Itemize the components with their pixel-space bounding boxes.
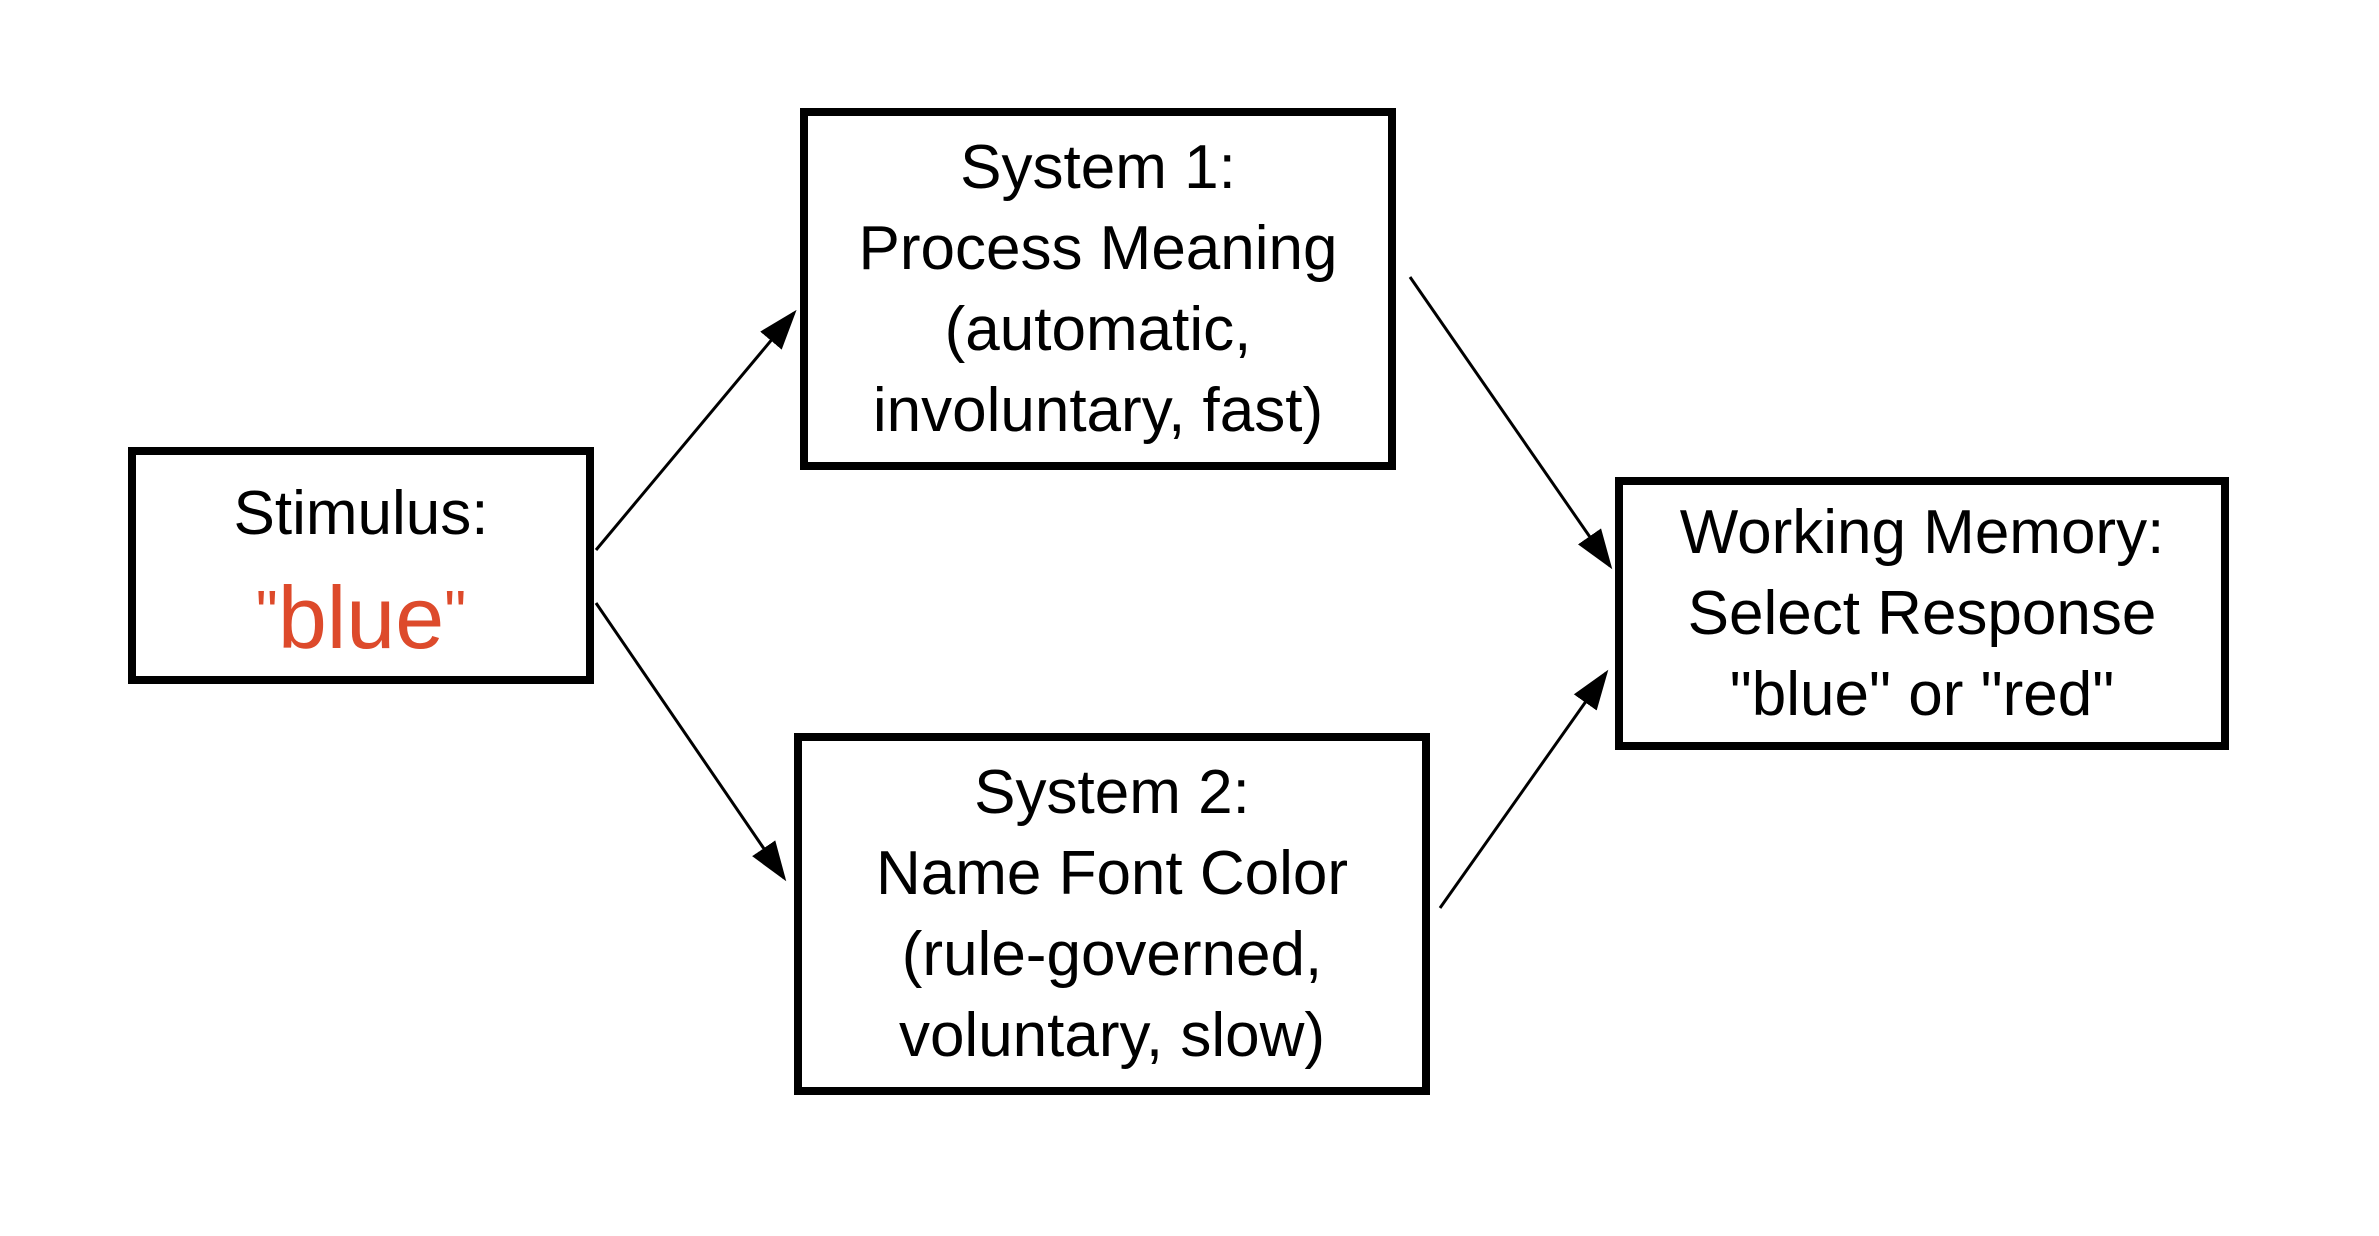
stimulus-close-quote: ": [444, 578, 467, 648]
system1-box: System 1: Process Meaning (automatic, in…: [800, 108, 1396, 470]
working-memory-options: "blue" or "red": [1729, 660, 2115, 729]
working-memory-action: Select Response: [1687, 579, 2157, 648]
stimulus-open-quote: ": [255, 578, 278, 648]
system1-attributes-1: (automatic,: [944, 295, 1252, 364]
system2-attributes-2: voluntary, slow): [898, 1001, 1326, 1070]
system2-process: Name Font Color: [875, 839, 1349, 908]
stimulus-word-text: blue: [277, 567, 445, 667]
system1-attributes-2: involuntary, fast): [872, 376, 1324, 445]
system1-title: System 1:: [960, 133, 1236, 202]
stimulus-box: Stimulus: "blue": [128, 447, 594, 684]
system2-title: System 2:: [974, 758, 1250, 827]
arrow-stimulus-to-system1: [594, 309, 797, 551]
system1-process: Process Meaning: [858, 214, 1338, 283]
arrow-system2-to-working-memory: [1438, 669, 1609, 909]
working-memory-box: Working Memory: Select Response "blue" o…: [1615, 477, 2229, 750]
arrow-stimulus-to-system2: [594, 602, 787, 882]
stimulus-word: "blue": [256, 564, 466, 668]
working-memory-title: Working Memory:: [1679, 498, 2165, 567]
system2-box: System 2: Name Font Color (rule-governed…: [794, 733, 1430, 1095]
arrow-system1-to-working-memory: [1408, 276, 1613, 570]
stimulus-label: Stimulus:: [233, 478, 489, 548]
system2-attributes-1: (rule-governed,: [901, 920, 1323, 989]
